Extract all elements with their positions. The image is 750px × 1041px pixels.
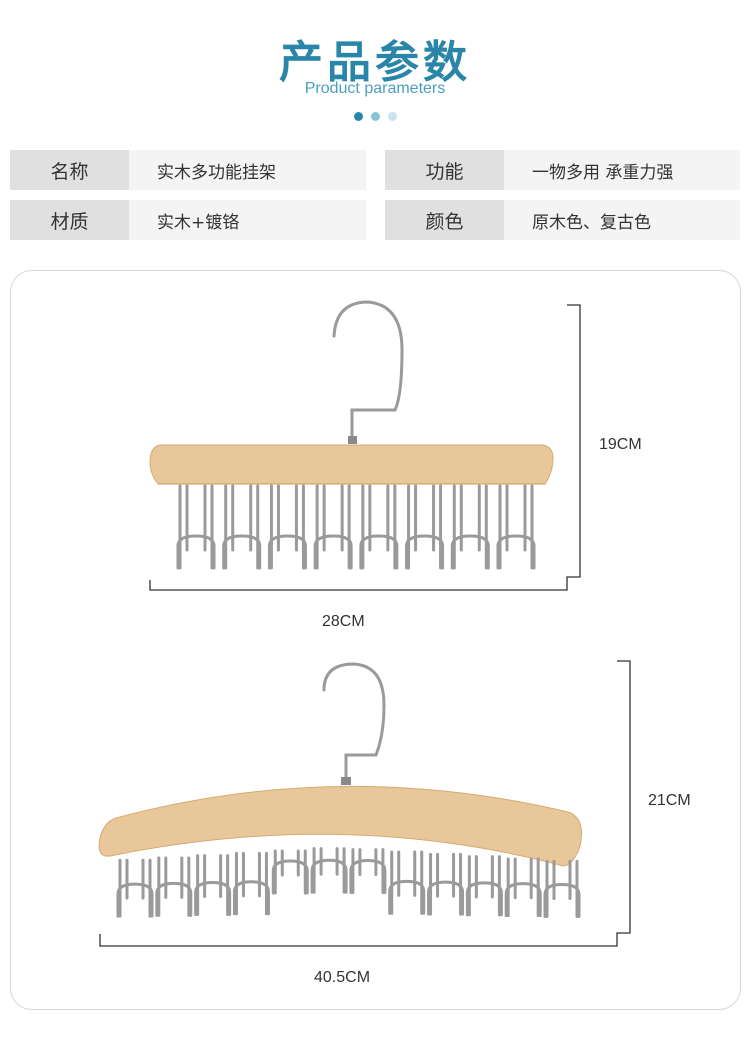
width-label-small: 28CM	[322, 613, 365, 630]
param-row-name: 名称 实木多功能挂架	[10, 150, 366, 190]
hanger-hook	[310, 847, 348, 894]
hanger-hook	[349, 848, 387, 895]
width-label-large: 40.5CM	[314, 969, 371, 986]
section-dots	[0, 112, 750, 121]
hanger-hook	[388, 850, 426, 915]
hanger-hook	[405, 484, 445, 570]
param-row-color: 颜色 原木色、复古色	[385, 200, 740, 240]
hanger-hook	[176, 484, 216, 570]
hanger-small	[149, 300, 554, 570]
param-row-material: 材质 实木+镀铬	[10, 200, 366, 240]
hanger-hook	[427, 852, 465, 916]
hanger-hook	[359, 484, 399, 570]
hanger-hook	[504, 857, 542, 918]
hanger-hook	[465, 855, 503, 917]
param-label-color: 颜色	[385, 200, 504, 240]
param-value-color: 原木色、复古色	[532, 212, 651, 233]
param-value-function: 一物多用 承重力强	[532, 162, 674, 183]
hanger-hook	[496, 484, 536, 570]
hanger-hook	[450, 484, 490, 570]
width-line-small	[149, 304, 581, 591]
param-row-function: 功能 一物多用 承重力强	[385, 150, 740, 190]
param-value-name: 实木多功能挂架	[157, 162, 276, 183]
dot-2	[370, 112, 380, 121]
hanger-hook	[155, 856, 193, 917]
page-title: 产品参数	[279, 37, 471, 88]
hanger-hook	[267, 484, 307, 570]
height-label-large: 21CM	[648, 792, 691, 809]
page-subtitle: Product parameters	[304, 80, 446, 97]
param-label-material: 材质	[10, 200, 129, 240]
dot-1	[353, 112, 363, 121]
product-dimensions-panel	[10, 270, 741, 1010]
hanger-hook	[271, 849, 309, 895]
width-line-large	[99, 660, 631, 947]
hanger-large	[98, 662, 582, 918]
param-label-name: 名称	[10, 150, 129, 190]
height-label-small: 19CM	[599, 436, 642, 453]
param-label-function: 功能	[385, 150, 504, 190]
hanger-hook	[313, 484, 353, 570]
param-value-material: 实木+镀铬	[157, 212, 240, 233]
hanger-hook	[543, 859, 581, 918]
hanger-hook	[116, 858, 154, 918]
hanger-hook	[194, 854, 232, 917]
hanger-hook	[232, 851, 270, 916]
dot-3	[387, 112, 397, 121]
hanger-hook	[222, 484, 262, 570]
